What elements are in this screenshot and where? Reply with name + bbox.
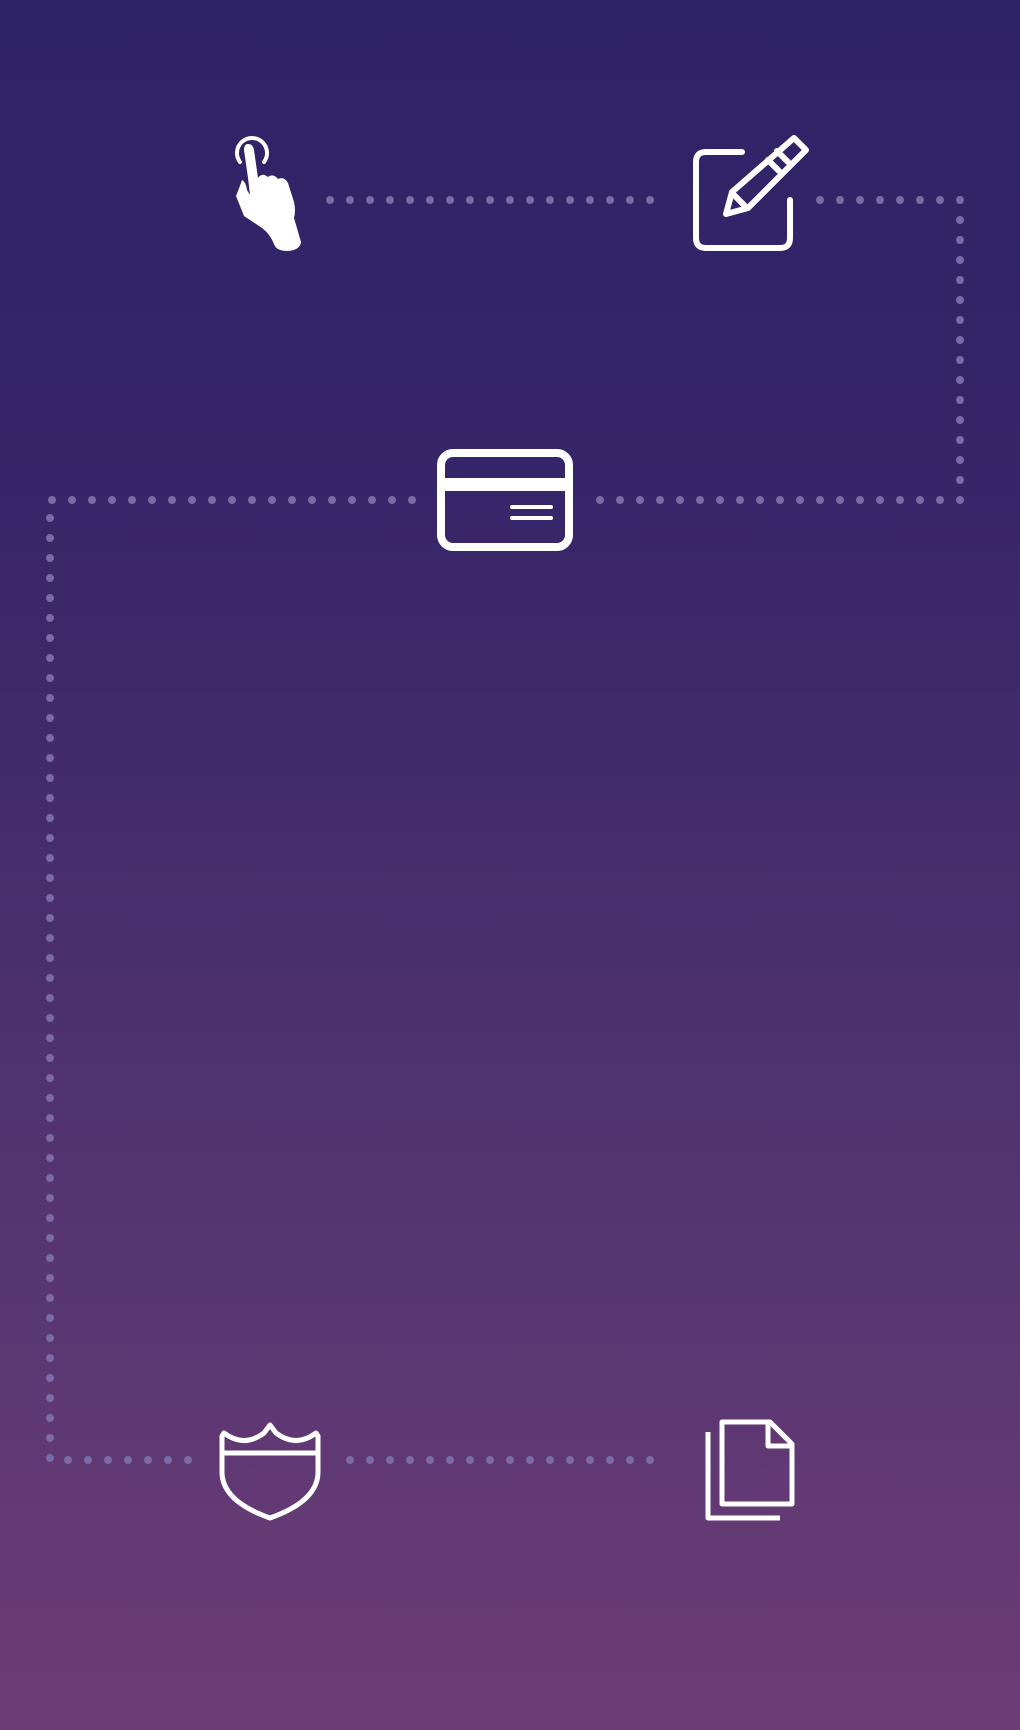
connector-edit-to-card	[592, 196, 964, 504]
edit-icon	[693, 135, 809, 251]
connectors	[46, 196, 964, 1464]
documents-icon	[705, 1419, 795, 1521]
credit-card-icon	[437, 449, 573, 551]
shield-icon	[219, 1422, 321, 1521]
connector-card-to-shield	[46, 496, 416, 1464]
tap-icon	[235, 136, 301, 251]
